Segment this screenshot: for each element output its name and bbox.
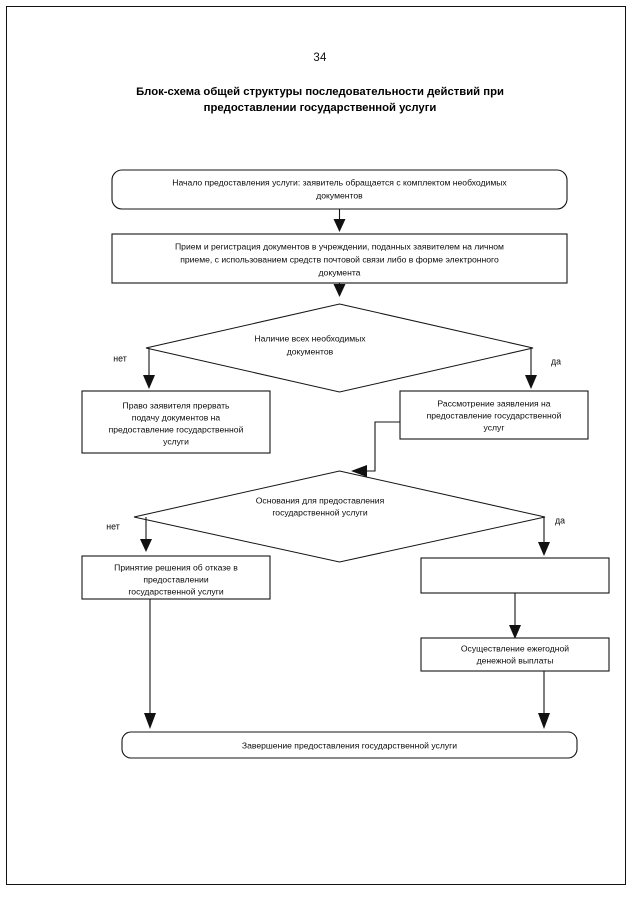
branch-label-no-grounds: нет [106, 521, 120, 531]
applicant-right-text-line-2: подачу документов на [132, 412, 221, 422]
annual-payment-text-line-2: денежной выплаты [477, 655, 554, 665]
edge-reception-to-decision-documents [333, 283, 346, 297]
reception-text-line-3: документа [319, 267, 361, 277]
applicant-right-box-shape [81, 390, 271, 454]
edge-start-to-reception [333, 209, 346, 232]
edge-application-review-to-decision-grounds [351, 421, 400, 477]
flow-node-annual-payment: Осуществление ежегодной денежной выплаты [420, 637, 610, 672]
end-box-shape [121, 731, 578, 759]
reception-box-shape [111, 233, 568, 284]
page-title-line-1: Блок-схема общей структуры последователь… [136, 86, 504, 98]
application-review-text-line-1: Рассмотрение заявления на [437, 398, 550, 408]
flow-node-decision-documents: Наличие всех необходимых документов [145, 303, 534, 393]
decision-documents-text-line-2: документов [287, 346, 334, 356]
edge-decision-documents-no: нет [113, 348, 155, 389]
branch-label-no-documents: нет [113, 353, 127, 363]
page-border-frame [6, 6, 626, 885]
edge-decision-grounds-yes: да [538, 515, 565, 556]
page-number: 34 [313, 52, 327, 64]
flow-node-reception: Прием и регистрация документов в учрежде… [111, 233, 568, 284]
flow-node-refusal-decision: Принятие решения об отказе в предоставле… [81, 555, 271, 600]
reception-text-line-1: Прием и регистрация документов в учрежде… [175, 241, 504, 251]
branch-label-yes-grounds: да [555, 515, 565, 525]
refusal-decision-text-line-2: предоставлении [143, 574, 208, 584]
applicant-right-text-line-3: предоставление государственной [109, 424, 244, 434]
page-title-line-2: предоставлении государственной услуги [203, 102, 437, 114]
arrowhead-icon [538, 542, 550, 556]
flow-node-decision-grounds: Основания для предоставления государстве… [133, 470, 546, 563]
flow-node-start: Начало предоставления услуги: заявитель … [111, 169, 568, 210]
edge-decision-documents-yes: да [525, 348, 561, 389]
annual-payment-box-shape [420, 637, 610, 672]
reception-text-line-2: приеме, с использованием средств почтово… [180, 254, 499, 264]
arrowhead-icon [351, 465, 367, 477]
start-text-line-2: документов [316, 190, 363, 200]
arrowhead-icon [143, 375, 155, 389]
application-review-text-line-3: услуг [484, 422, 505, 432]
arrowhead-icon [509, 625, 521, 639]
empty-box-shape [420, 557, 610, 594]
page-title: Блок-схема общей структуры последователь… [110, 84, 530, 116]
arrowhead-icon [525, 375, 537, 389]
edge-annual-payment-to-end [538, 671, 550, 729]
decision-documents-shape [145, 303, 534, 393]
arrowhead-icon [538, 713, 550, 729]
edge-empty-box-to-annual-payment [509, 593, 521, 639]
refusal-decision-box-shape [81, 555, 271, 600]
application-review-text-line-2: предоставление государственной [427, 410, 562, 420]
decision-grounds-shape [133, 470, 546, 563]
decision-grounds-text-line-2: государственной услуги [272, 507, 367, 517]
arrowhead-icon [144, 713, 156, 729]
arrowhead-icon [333, 284, 346, 297]
end-text-line-1: Завершение предоставления государственно… [242, 740, 457, 750]
annual-payment-text-line-1: Осуществление ежегодной [461, 643, 569, 653]
flow-node-end: Завершение предоставления государственно… [121, 731, 578, 759]
decision-grounds-text-line-1: Основания для предоставления [256, 495, 385, 505]
edge-refusal-decision-to-end [144, 599, 156, 729]
refusal-decision-text-line-1: Принятие решения об отказе в [114, 562, 238, 572]
refusal-decision-text-line-3: государственной услуги [128, 586, 223, 596]
arrowhead-icon [333, 219, 346, 232]
application-review-box-shape [399, 390, 589, 440]
flow-node-application-review: Рассмотрение заявления на предоставление… [399, 390, 589, 440]
start-text-line-1: Начало предоставления услуги: заявитель … [172, 177, 507, 187]
flow-node-applicant-right-interrupt: Право заявителя прервать подачу документ… [81, 390, 271, 454]
applicant-right-text-line-1: Право заявителя прервать [123, 400, 230, 410]
arrowhead-icon [140, 539, 152, 552]
edge-decision-grounds-no: нет [106, 517, 152, 552]
flow-node-empty-box [420, 557, 610, 594]
decision-documents-text-line-1: Наличие всех необходимых [254, 333, 366, 343]
branch-label-yes-documents: да [551, 356, 561, 366]
applicant-right-text-line-4: услуги [163, 436, 189, 446]
